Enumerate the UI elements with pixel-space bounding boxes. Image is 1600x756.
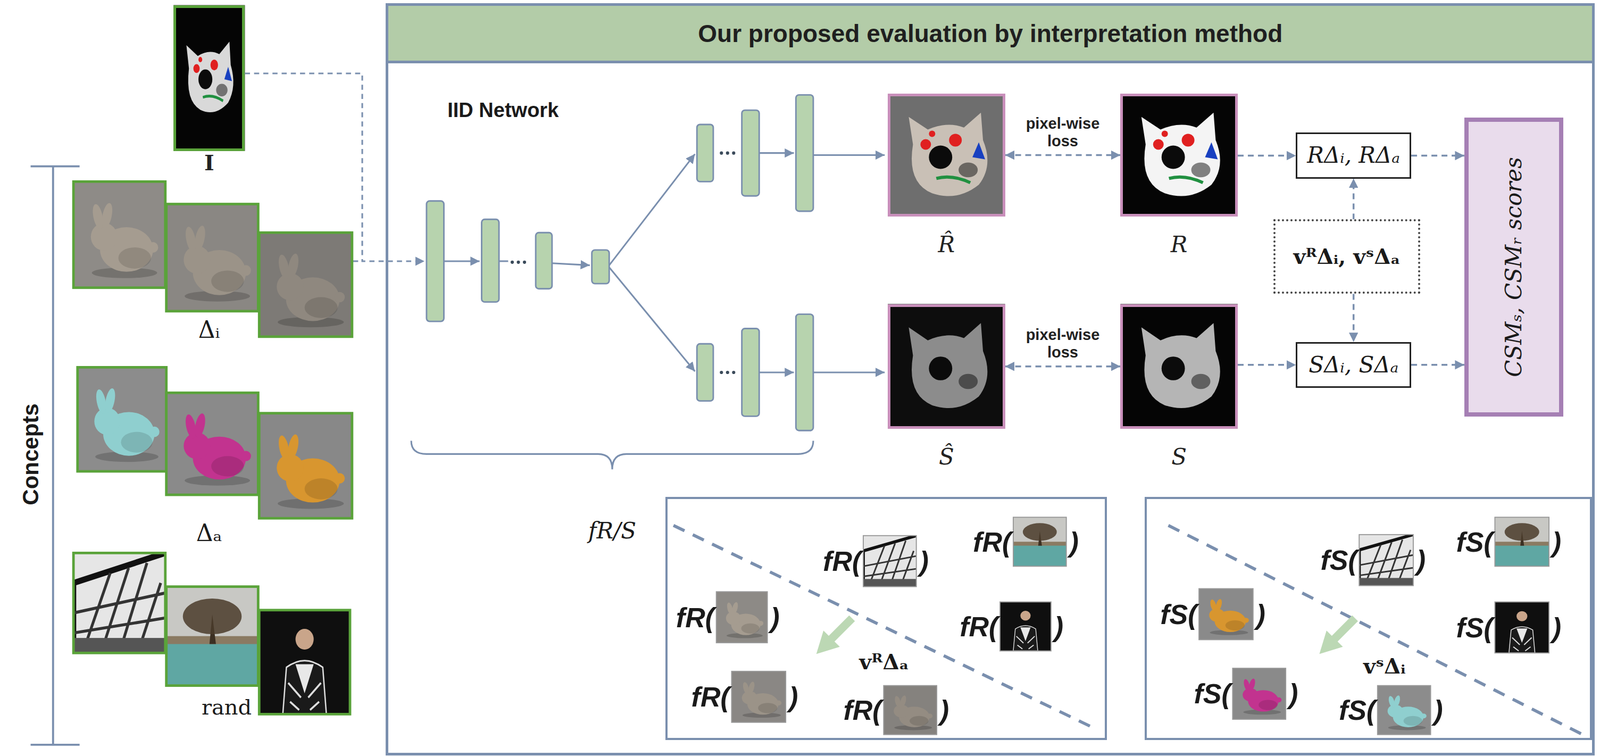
- edge-label: pixel-wise loss: [1015, 326, 1111, 362]
- function-label: fR/S: [588, 517, 637, 544]
- function-text: ): [1433, 694, 1443, 727]
- concept-label: Δₐ: [196, 519, 223, 547]
- function-text: ): [1416, 544, 1426, 577]
- concept-image: [259, 413, 353, 519]
- random-image: [166, 586, 259, 686]
- output-picture: [887, 303, 1006, 429]
- dashed-connector: [1237, 363, 1296, 366]
- network-layers: [426, 94, 814, 431]
- activation-box: RΔᵢ, RΔₐ: [1295, 132, 1412, 179]
- concept-vector-arrow: [816, 618, 853, 654]
- function-text: fS(: [1160, 598, 1197, 631]
- dashed-connector: [1005, 154, 1121, 157]
- function-text: ): [770, 601, 780, 634]
- image-label: R: [1170, 231, 1188, 258]
- function-text: ): [1255, 598, 1265, 631]
- group-label: Concepts: [18, 403, 44, 505]
- function-text: fR(: [691, 680, 730, 713]
- function-text: ): [1054, 610, 1064, 643]
- input-image: I: [173, 5, 245, 152]
- function-text: fS(: [1456, 611, 1494, 644]
- output-image: Ŝ: [887, 304, 1006, 429]
- dashed-connector: [1411, 154, 1465, 157]
- function-text: ): [1069, 526, 1079, 558]
- activation-space-panel: fR() fR() fR() fR() vᴿΔₐ fR() fR(): [665, 496, 1108, 740]
- function-text: ): [1288, 677, 1298, 710]
- vector-label: vᴿΔₐ: [859, 648, 910, 674]
- concept-label: Δᵢ: [198, 315, 221, 344]
- dashed-connector: [1352, 178, 1355, 220]
- output-picture: [1120, 303, 1238, 429]
- concept-vector-box: vᴿΔᵢ, vˢΔₐ: [1273, 219, 1421, 294]
- input-picture: [173, 5, 245, 152]
- box-text: RΔᵢ, RΔₐ: [1306, 142, 1400, 169]
- concept-label: rand: [201, 694, 252, 720]
- dashed-connector: [1005, 365, 1121, 368]
- vector-label: vˢΔᵢ: [1363, 653, 1406, 679]
- output-image: R̂: [887, 93, 1006, 216]
- output-picture: [1120, 93, 1238, 216]
- concept-image: [166, 392, 259, 495]
- concept-image: [259, 232, 353, 337]
- ellipsis-dots: [510, 151, 736, 374]
- output-image: R: [1120, 93, 1238, 216]
- edge-label: pixel-wise loss: [1015, 114, 1111, 150]
- dashed-connector: [1411, 363, 1465, 366]
- network-brace: [411, 440, 814, 470]
- dashed-connector: [1237, 154, 1296, 157]
- function-text: fS(: [1338, 694, 1376, 727]
- function-text: fR(: [972, 526, 1012, 558]
- score-box: CSMₛ, CSMᵣ scores: [1464, 117, 1564, 417]
- image-label: S: [1171, 444, 1187, 470]
- function-text: ): [919, 545, 929, 578]
- function-text: fS(: [1194, 677, 1231, 710]
- random-image: [259, 610, 350, 715]
- output-picture: [887, 93, 1006, 216]
- network-arrows: [443, 153, 885, 373]
- concept-image: [166, 204, 259, 312]
- box-text: SΔᵢ, SΔₐ: [1308, 352, 1399, 378]
- function-text: fS(: [1456, 526, 1494, 558]
- image-label: R̂: [937, 231, 955, 258]
- banner-title: Our proposed evaluation by interpretatio…: [388, 5, 1593, 64]
- network-label: IID Network: [447, 98, 559, 122]
- panel-thumbnails: [716, 517, 1549, 735]
- output-image: S: [1120, 304, 1238, 429]
- function-text: fR(: [843, 694, 882, 727]
- function-text: fR(: [822, 545, 862, 578]
- dashed-connector: [1352, 293, 1355, 342]
- image-label: I: [204, 150, 215, 175]
- concept-image: [77, 367, 167, 472]
- concept-vector-arrow: [1319, 618, 1355, 654]
- image-label: Ŝ: [938, 444, 955, 470]
- function-text: fR(: [676, 601, 715, 634]
- function-text: ): [788, 680, 798, 713]
- function-text: fS(: [1320, 544, 1357, 577]
- function-text: ): [1552, 611, 1562, 644]
- function-text: ): [1552, 526, 1562, 558]
- function-text: ): [939, 694, 949, 727]
- interpretation-panel: Our proposed evaluation by interpretatio…: [385, 3, 1595, 756]
- random-image: [73, 552, 166, 653]
- concept-dashed-line: [353, 260, 363, 262]
- score-text: CSMₛ, CSMᵣ scores: [1501, 156, 1527, 377]
- function-text: fR(: [959, 610, 998, 643]
- box-text: vᴿΔᵢ, vˢΔₐ: [1293, 244, 1401, 269]
- activation-box: SΔᵢ, SΔₐ: [1295, 342, 1412, 388]
- activation-space-panel: fS() fS() fS() fS() vˢΔᵢ fS() fS(): [1144, 496, 1592, 740]
- concept-image: [73, 181, 166, 288]
